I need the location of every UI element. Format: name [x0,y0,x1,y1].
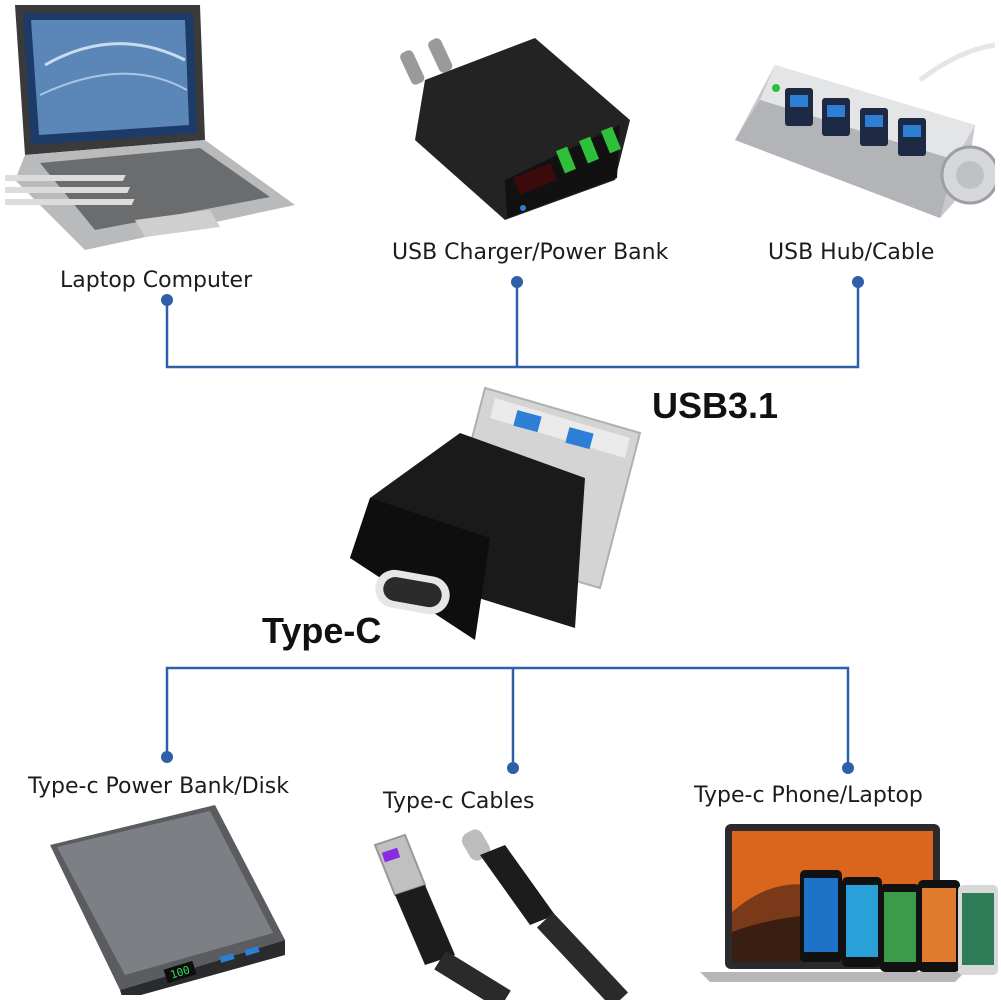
node-dot [161,294,173,306]
usb-charger-label: USB Charger/Power Bank [392,240,669,265]
typec-powerbank-label: Type-c Power Bank/Disk [28,774,289,799]
node-dot [507,762,519,774]
usb-charger-image [400,38,630,220]
laptop-computer-image [5,5,295,250]
svg-text:100: 100 [169,963,192,981]
usb-hub-image [735,42,995,218]
typec-cables-label: Type-c Cables [383,789,535,814]
usb-typec-adapter-image [350,386,642,640]
node-dot [852,276,864,288]
node-dot [161,751,173,763]
usb31-label: USB3.1 [652,385,779,426]
typec-cables-image [373,829,629,1000]
node-dot [511,276,523,288]
typec-phone-laptop-image [700,824,998,982]
typec-powerbank-image: 100 [50,805,285,995]
usb-hub-label: USB Hub/Cable [768,240,935,265]
node-dot [842,762,854,774]
typec-phone-laptop-label: Type-c Phone/Laptop [694,783,923,808]
typec-label: Type-C [262,610,382,651]
laptop-computer-label: Laptop Computer [60,268,253,293]
